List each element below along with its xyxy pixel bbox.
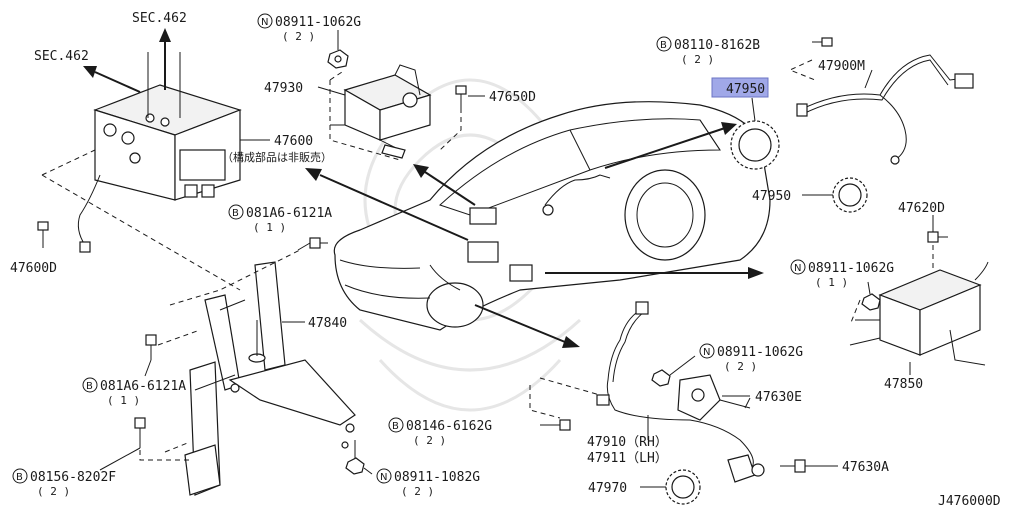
sec462-arrows (83, 28, 181, 118)
part-47950-label: 47950 (752, 189, 791, 204)
g-sensor-47850-part (849, 261, 989, 375)
bracket-47840-part (184, 261, 356, 496)
nut-08911-1062G-top-part (327, 30, 349, 69)
svg-text:N: N (380, 472, 387, 483)
n-marker-mid: N (699, 343, 715, 359)
part-08146-6162G-qty: ( 2 ) (413, 434, 446, 447)
sensor-rotor-47970-part (640, 469, 701, 505)
part-08146-6162G-label: 08146-6162G (406, 419, 492, 434)
wheel-sensor-47910-part (596, 301, 765, 483)
part-47911-label: 47911（LH） (587, 451, 668, 466)
svg-text:B: B (86, 381, 93, 392)
part-081A6-6121A-top-qty: ( 1 ) (253, 221, 286, 234)
part-081A6-6121A-bot-label: 081A6-6121A (100, 379, 186, 394)
part-47930-label: 47930 (264, 81, 303, 96)
nut-08911-1062G-right-part (861, 281, 881, 311)
part-47650D-label: 47650D (489, 90, 536, 105)
b-marker-081A6-bot: B (82, 377, 98, 393)
part-08110-8162B-label: 08110-8162B (674, 38, 760, 53)
bolt-47630A-part (780, 459, 838, 473)
bolt-08156-8202F-part (99, 417, 146, 471)
part-47600D-label: 47600D (10, 261, 57, 276)
part-47840-label: 47840 (308, 316, 347, 331)
part-47850-label: 47850 (884, 377, 923, 392)
part-08156-8202F-qty: ( 2 ) (37, 485, 70, 498)
part-47630E-label: 47630E (755, 390, 802, 405)
part-47600-label: 47600 (274, 134, 313, 149)
part-08911-1062G-right-qty: ( 1 ) (815, 276, 848, 289)
bolt-08146-6162G-part (529, 377, 601, 431)
bolt-08110-8162B-part (788, 37, 833, 81)
nut-08911-1082G-part (345, 440, 373, 475)
svg-text:B: B (232, 208, 239, 219)
bolt-081A6-6121A-bot-part (144, 334, 157, 377)
part-47900M-label: 47900M (818, 59, 865, 74)
part-08911-1082G-qty: ( 2 ) (401, 485, 434, 498)
part-081A6-6121A-top-label: 081A6-6121A (246, 206, 332, 221)
b-marker-081A6-top: B (228, 204, 244, 220)
part-081A6-6121A-bot-qty: ( 1 ) (107, 394, 140, 407)
bolt-47600D-part (37, 221, 49, 248)
b-marker-08110: B (656, 36, 672, 52)
n-marker-1082G: N (376, 468, 392, 484)
diagram-id-label: J476000D (938, 494, 1001, 509)
harness-47900M-part (796, 54, 974, 165)
part-47630A-label: 47630A (842, 460, 889, 475)
b-marker-08146: B (388, 417, 404, 433)
svg-text:N: N (794, 263, 801, 274)
bolt-081A6-6121A-top-part (297, 237, 328, 251)
svg-text:N: N (261, 17, 268, 28)
part-08911-1082G-label: 08911-1082G (394, 470, 480, 485)
n-marker-right: N (790, 259, 806, 275)
part-47950-highlight-box (711, 77, 769, 98)
bolt-47620D-part (927, 215, 948, 270)
part-08911-1062G-top-label: 08911-1062G (275, 15, 361, 30)
part-08911-1062G-right-label: 08911-1062G (808, 261, 894, 276)
part-08911-1062G-top-qty: ( 2 ) (282, 30, 315, 43)
bolt-47650D-part (439, 85, 485, 151)
part-47600-note: （構成部品は非販売） (222, 150, 332, 164)
b-marker-08156: B (12, 468, 28, 484)
part-08911-1062G-mid-qty: ( 2 ) (724, 360, 757, 373)
n-marker-top: N (257, 13, 273, 29)
svg-text:B: B (660, 40, 667, 51)
part-47950-highlight-label: 47950 (726, 82, 765, 97)
leader-47930 (317, 86, 346, 96)
sec-462-left-label: SEC.462 (34, 49, 89, 64)
vehicle-body-outline (333, 101, 771, 331)
svg-text:B: B (392, 421, 399, 432)
part-47970-label: 47970 (588, 481, 627, 496)
abs-actuator-part (77, 84, 242, 253)
svg-text:B: B (16, 472, 23, 483)
part-08911-1062G-mid-label: 08911-1062G (717, 345, 803, 360)
part-47910-label: 47910（RH） (587, 435, 668, 450)
part-08156-8202F-label: 08156-8202F (30, 470, 116, 485)
sensor-rotor-47950-upper-part (711, 77, 780, 170)
relay-47930-part (330, 64, 432, 159)
sec-462-top-label: SEC.462 (132, 11, 187, 26)
sensor-rotor-47950-lower-part (802, 177, 868, 213)
callout-arrows (305, 122, 764, 348)
part-08110-8162B-qty: ( 2 ) (681, 53, 714, 66)
part-47620D-label: 47620D (898, 201, 945, 216)
nut-08911-1062G-mid-part (651, 355, 696, 387)
svg-text:N: N (703, 347, 710, 358)
